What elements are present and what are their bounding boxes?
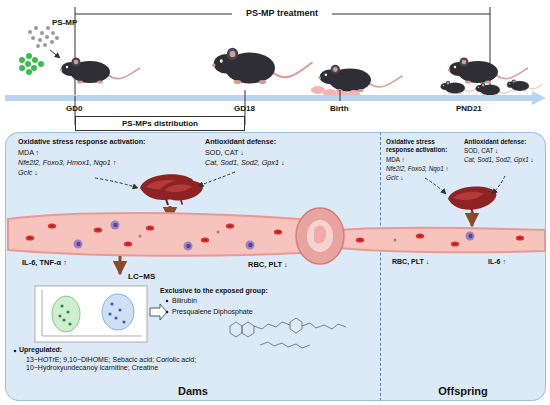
annotation-text: LC−MS: [128, 272, 155, 282]
timeline-label: GD18: [234, 104, 255, 114]
annotation-text: Oxidative stress response activation:: [18, 138, 145, 147]
annotation-text: Nfe2l2, Foxo3, Nqo1 ↑: [386, 165, 449, 173]
timeline-label: Birth: [330, 104, 349, 114]
node-text: Dams: [178, 385, 208, 397]
distribution-box: PS-MPs distribution: [75, 116, 245, 131]
timeline-label: GD0: [66, 104, 82, 114]
annotation-text: Gclc ↓: [386, 174, 404, 182]
node-text: Offspring: [438, 385, 488, 397]
annotation-text: Exclusive to the exposed group:: [160, 287, 268, 295]
annotation-text: RBC, PLT ↓: [248, 260, 288, 269]
timeline-label: PS-MP: [52, 18, 77, 28]
annotation-text: Antioxidant defense:: [205, 138, 276, 147]
annotation-text: IL-6, TNF-α ↑: [22, 258, 67, 267]
annotation-text: SOD, CAT ↓: [205, 149, 244, 158]
timeline-label: PND21: [456, 104, 482, 114]
annotation-text: SOD, CAT ↓: [464, 147, 498, 155]
annotation-text: IL-6 ↑: [488, 258, 506, 266]
annotation-text: Bilirubin: [172, 297, 197, 305]
annotation-text: RBC, PLT ↓: [392, 258, 429, 266]
offspring-panel: Offspring: [380, 132, 546, 401]
annotation-text: Antioxidant defense:: [464, 138, 526, 146]
annotation-text: Oxidative stress response activation:: [386, 138, 462, 153]
annotation-text: Gclc ↓: [18, 169, 38, 178]
timeline-label: PS-MP treatment: [232, 8, 332, 19]
annotation-text: Cat, Sod1, Sod2, Gpx1 ↓: [205, 159, 285, 168]
annotation-text: MDA ↑: [18, 149, 39, 158]
annotation-text: 13−HOTrE; 9,10−DiHOME; Sebacic acid; Cor…: [26, 356, 241, 373]
annotation-text: Nfe2l2, Foxo3, Hmox1, Nqo1 ↑: [18, 159, 116, 168]
annotation-text: Presqualene Diphosphate: [172, 308, 253, 316]
annotation-text: Upregulated:: [19, 346, 62, 354]
annotation-text: MDA ↑: [386, 156, 405, 164]
node-text: PS-MPs distribution: [122, 119, 198, 128]
annotation-text: Cat, Sod1, Sod2, Gpx1 ↓: [464, 156, 534, 164]
